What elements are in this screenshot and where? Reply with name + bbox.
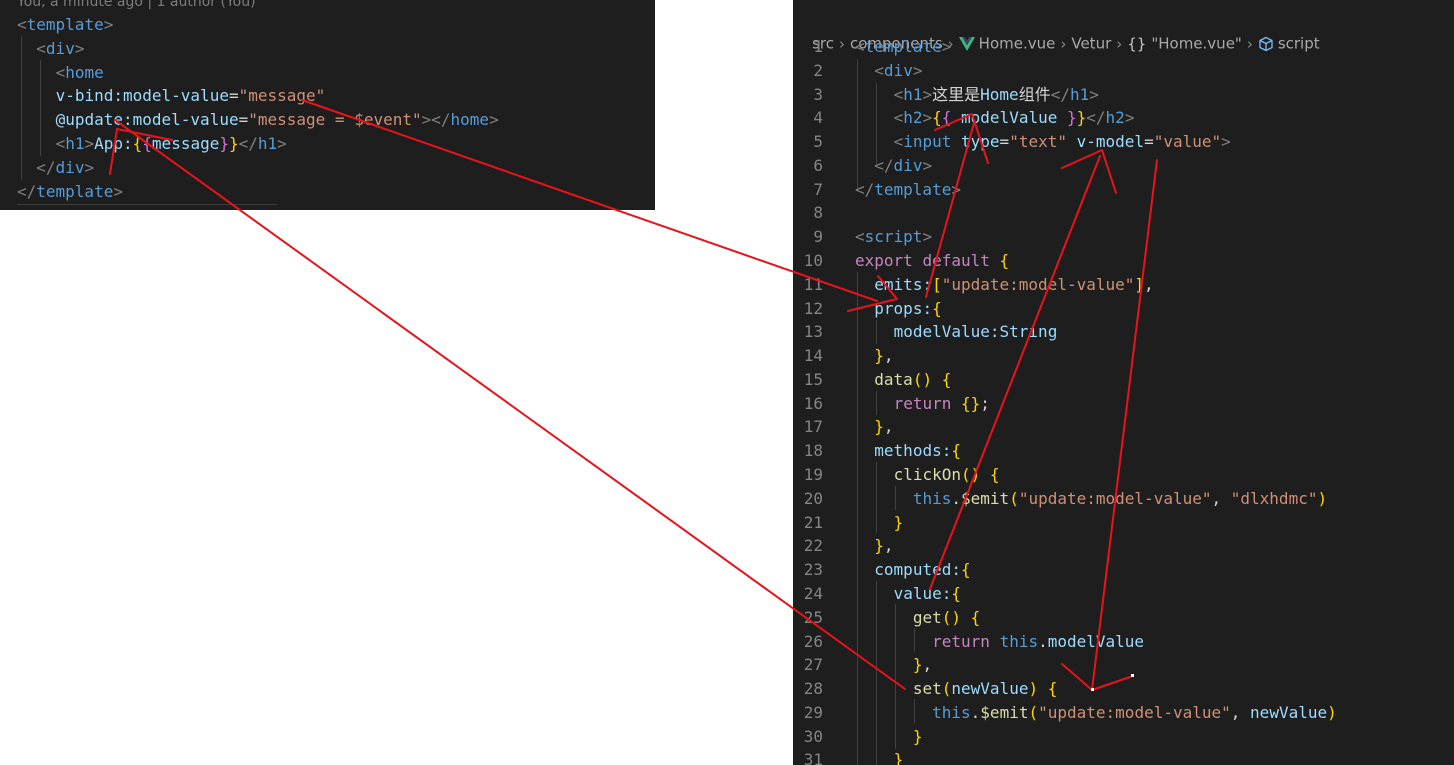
code-line[interactable]: return {}; <box>893 393 990 413</box>
code-line[interactable]: <h1>这里是Home组件</h1> <box>893 84 1099 104</box>
line-number: 17 <box>803 417 823 437</box>
line-number: 24 <box>803 583 823 603</box>
code-line[interactable]: value:{ <box>893 583 961 603</box>
breadcrumb-file[interactable]: Home.vue <box>978 34 1056 53</box>
line-number: 9 <box>813 227 823 247</box>
line-number: 30 <box>803 726 823 746</box>
line-number: 16 <box>803 393 823 413</box>
line-number: 29 <box>803 702 823 722</box>
code-line[interactable]: <h2>{{ modelValue }}</h2> <box>893 108 1135 128</box>
chevron-right-icon: › <box>1246 34 1253 53</box>
line-number: 2 <box>813 60 823 80</box>
breadcrumb-src[interactable]: src <box>812 34 834 53</box>
code-line[interactable]: modelValue:String <box>893 322 1058 342</box>
code-line[interactable]: <template> <box>17 15 114 34</box>
code-line[interactable]: clickOn() { <box>893 465 1000 485</box>
chevron-right-icon: › <box>947 34 954 53</box>
vue-logo-icon <box>958 36 975 51</box>
chevron-right-icon: › <box>1060 34 1067 53</box>
line-number: 23 <box>803 560 823 580</box>
line-number: 3 <box>813 84 823 104</box>
line-number: 13 <box>803 322 823 342</box>
code-line[interactable]: return this.modelValue <box>932 631 1145 651</box>
line-number: 14 <box>803 346 823 366</box>
code-line[interactable]: export default { <box>855 251 1010 271</box>
code-line[interactable]: emits:["update:model-value"], <box>874 274 1154 294</box>
right-code-editor[interactable]: src›components›Home.vue›Vetur›{}"Home.vu… <box>793 0 1454 765</box>
line-number: 5 <box>813 132 823 152</box>
code-line[interactable]: } <box>893 750 904 765</box>
indent-guide <box>40 60 41 156</box>
line-number: 1 <box>813 37 823 56</box>
code-line[interactable]: <h1>App:{{message}}</h1> <box>55 134 287 153</box>
chevron-right-icon: › <box>1116 34 1123 53</box>
line-number: 15 <box>803 369 823 389</box>
code-line[interactable]: }, <box>874 417 894 437</box>
code-line[interactable]: get() { <box>912 607 981 627</box>
code-line[interactable]: <template> <box>855 37 952 56</box>
left-code-editor[interactable]: You, a minute ago | 1 author (You) <temp… <box>0 0 655 210</box>
code-line[interactable]: <home <box>55 62 104 82</box>
code-line[interactable]: methods:{ <box>874 441 961 461</box>
code-line[interactable]: <div> <box>874 60 923 80</box>
code-line[interactable]: } <box>893 512 904 532</box>
braces-icon: {} <box>1127 34 1147 53</box>
code-line[interactable]: }, <box>874 536 894 556</box>
code-line[interactable]: } <box>912 726 923 746</box>
line-number: 11 <box>803 274 823 294</box>
indent-guide <box>914 699 915 723</box>
code-line[interactable]: </template> <box>855 179 961 199</box>
code-line[interactable]: v-bind:model-value="message" <box>55 86 326 106</box>
code-line[interactable]: <script> <box>855 227 933 247</box>
breadcrumb-block[interactable]: "Home.vue" <box>1151 34 1242 53</box>
line-number: 25 <box>803 607 823 627</box>
cube-icon <box>1259 36 1273 51</box>
line-number: 21 <box>803 512 823 532</box>
line-number: 19 <box>803 465 823 485</box>
code-line[interactable]: computed:{ <box>874 560 971 580</box>
line-number: 7 <box>813 179 823 199</box>
line-number: 4 <box>813 108 823 128</box>
code-line[interactable]: </template> <box>17 181 123 201</box>
editor-scrollbar[interactable] <box>17 204 277 205</box>
breadcrumb-vetur[interactable]: Vetur <box>1071 34 1112 53</box>
line-number: 8 <box>813 203 823 223</box>
line-number: 22 <box>803 536 823 556</box>
line-number: 12 <box>803 298 823 318</box>
breadcrumb-symbol[interactable]: script <box>1277 34 1320 53</box>
code-line[interactable]: <input type="text" v-model="value"> <box>893 132 1231 152</box>
code-line[interactable]: @update:model-value="message = $event"><… <box>55 110 499 130</box>
code-line[interactable]: props:{ <box>874 298 942 318</box>
breadcrumb: src›components›Home.vue›Vetur›{}"Home.vu… <box>793 10 1320 53</box>
line-number: 27 <box>803 655 823 675</box>
breadcrumb-components[interactable]: components <box>849 34 943 53</box>
code-line[interactable]: <div> <box>36 38 85 58</box>
line-number: 28 <box>803 679 823 699</box>
line-number: 20 <box>803 488 823 508</box>
code-line[interactable]: }, <box>912 655 933 675</box>
line-number: 26 <box>803 631 823 651</box>
code-line[interactable]: this.$emit("update:model-value", "dlxhdm… <box>912 488 1328 508</box>
code-line[interactable]: data() { <box>874 369 952 389</box>
chevron-right-icon: › <box>838 34 845 53</box>
line-number: 18 <box>803 441 823 461</box>
indent-guide <box>914 628 915 652</box>
git-blame-annotation: You, a minute ago | 1 author (You) <box>17 0 256 10</box>
code-line[interactable]: this.$emit("update:model-value", newValu… <box>932 702 1337 722</box>
code-line[interactable]: }, <box>874 346 894 366</box>
code-line[interactable]: </div> <box>874 155 933 175</box>
indent-guide <box>21 36 22 180</box>
line-number: 31 <box>803 750 823 765</box>
code-line[interactable]: set(newValue) { <box>912 679 1058 699</box>
line-number: 6 <box>813 155 823 175</box>
code-line[interactable]: </div> <box>36 157 95 177</box>
line-number: 10 <box>803 251 823 271</box>
